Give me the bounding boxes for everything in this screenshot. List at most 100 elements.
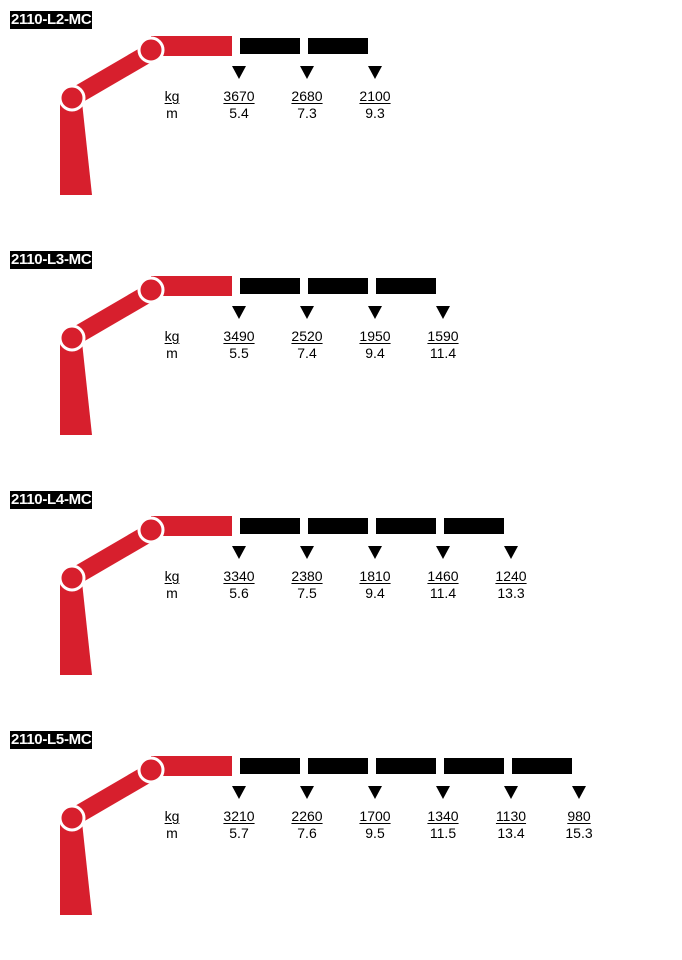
load-point-arrow-icon bbox=[572, 786, 586, 799]
reach-value: 9.3 bbox=[365, 105, 385, 121]
reach-value: 5.4 bbox=[229, 105, 249, 121]
crane-column bbox=[60, 342, 92, 435]
load-unit: kg bbox=[164, 328, 180, 344]
reach-unit: m bbox=[166, 825, 178, 841]
load-unit: kg bbox=[164, 568, 180, 584]
load-value: 1240 bbox=[495, 568, 527, 584]
column-joint bbox=[58, 564, 86, 592]
reach-value: 7.6 bbox=[297, 825, 317, 841]
boom-extension bbox=[240, 518, 300, 534]
load-value: 1810 bbox=[359, 568, 391, 584]
load-point-arrow-icon bbox=[232, 546, 246, 559]
load-point-arrow-icon bbox=[300, 66, 314, 79]
reach-value: 9.4 bbox=[365, 345, 385, 361]
crane-boom-icon bbox=[58, 516, 232, 675]
boom-extension bbox=[376, 278, 436, 294]
crane-column bbox=[60, 102, 92, 195]
load-value: 2380 bbox=[291, 568, 323, 584]
crane-outer-boom bbox=[151, 36, 232, 56]
load-point-arrow-icon bbox=[300, 546, 314, 559]
crane-inner-boom bbox=[67, 284, 156, 346]
load-value: 1950 bbox=[359, 328, 391, 344]
model-label: 2110-L3-MC bbox=[10, 251, 93, 269]
boom-extension bbox=[376, 518, 436, 534]
reach-value: 11.4 bbox=[429, 585, 457, 601]
crane-outer-boom bbox=[151, 756, 232, 776]
reach-value: 15.3 bbox=[565, 825, 593, 841]
reach-value: 7.4 bbox=[297, 345, 317, 361]
load-value: 3340 bbox=[223, 568, 255, 584]
reach-value: 5.6 bbox=[229, 585, 249, 601]
load-point-arrow-icon bbox=[368, 546, 382, 559]
column-joint bbox=[58, 804, 86, 832]
boom-extension bbox=[240, 278, 300, 294]
boom-extension bbox=[308, 518, 368, 534]
reach-value: 5.7 bbox=[229, 825, 249, 841]
column-joint bbox=[58, 324, 86, 352]
load-value: 3490 bbox=[223, 328, 255, 344]
boom-joint bbox=[137, 516, 165, 544]
boom-joint bbox=[137, 756, 165, 784]
load-value: 2680 bbox=[291, 88, 323, 104]
load-value: 1700 bbox=[359, 808, 391, 824]
load-point-arrow-icon bbox=[436, 786, 450, 799]
reach-unit: m bbox=[166, 105, 178, 121]
model-label: 2110-L5-MC bbox=[10, 731, 93, 749]
reach-value: 11.5 bbox=[429, 825, 457, 841]
load-value: 2520 bbox=[291, 328, 323, 344]
reach-value: 9.4 bbox=[365, 585, 385, 601]
crane-inner-boom bbox=[67, 524, 156, 586]
load-point-arrow-icon bbox=[300, 786, 314, 799]
load-point-arrow-icon bbox=[504, 786, 518, 799]
boom-extension bbox=[240, 758, 300, 774]
reach-value: 7.3 bbox=[297, 105, 317, 121]
load-point-arrow-icon bbox=[368, 786, 382, 799]
boom-extension bbox=[308, 278, 368, 294]
reach-value: 11.4 bbox=[429, 345, 457, 361]
load-unit: kg bbox=[164, 808, 180, 824]
load-unit: kg bbox=[164, 88, 180, 104]
crane-inner-boom bbox=[67, 44, 156, 106]
load-value: 3210 bbox=[223, 808, 255, 824]
load-value: 2260 bbox=[291, 808, 323, 824]
load-value: 2100 bbox=[359, 88, 391, 104]
load-value: 1460 bbox=[427, 568, 459, 584]
reach-value: 13.4 bbox=[497, 825, 525, 841]
load-value: 1590 bbox=[427, 328, 459, 344]
boom-joint bbox=[137, 276, 165, 304]
model-label: 2110-L4-MC bbox=[10, 491, 93, 509]
crane-boom-icon bbox=[58, 36, 232, 195]
load-point-arrow-icon bbox=[232, 306, 246, 319]
column-joint bbox=[58, 84, 86, 112]
boom-joint bbox=[137, 36, 165, 64]
reach-value: 9.5 bbox=[365, 825, 385, 841]
load-point-arrow-icon bbox=[436, 546, 450, 559]
crane-outer-boom bbox=[151, 276, 232, 296]
reach-unit: m bbox=[166, 345, 178, 361]
reach-unit: m bbox=[166, 585, 178, 601]
model-label: 2110-L2-MC bbox=[10, 11, 93, 29]
load-point-arrow-icon bbox=[368, 306, 382, 319]
load-point-arrow-icon bbox=[232, 786, 246, 799]
load-point-arrow-icon bbox=[300, 306, 314, 319]
crane-boom-icon bbox=[58, 756, 232, 915]
